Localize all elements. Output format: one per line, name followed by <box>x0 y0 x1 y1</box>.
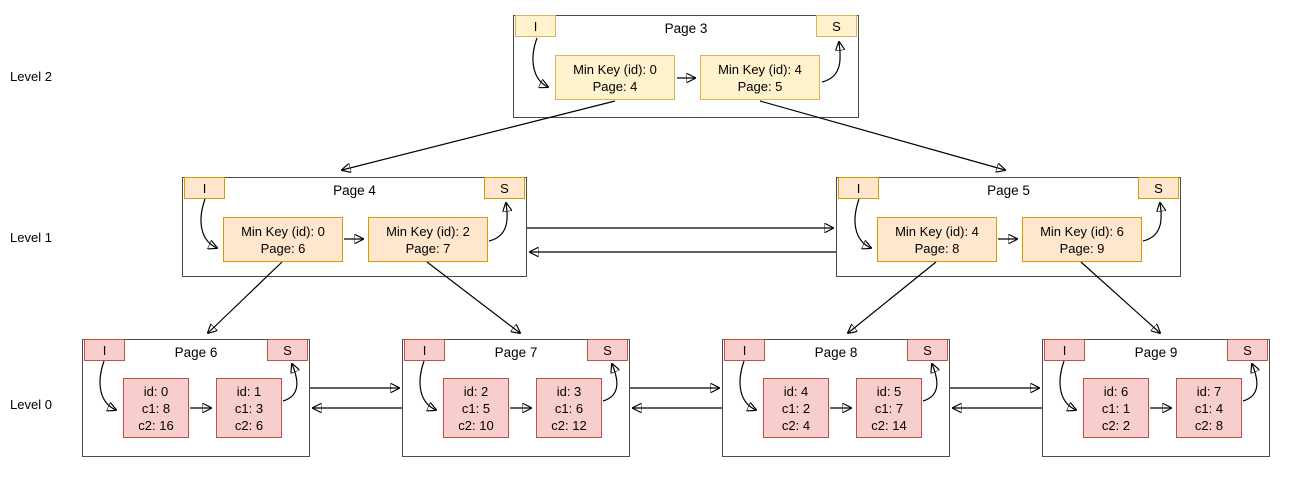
cell-line: c1: 8 <box>141 400 171 416</box>
page-3-index-cell-2: Min Key (id): 4 Page: 5 <box>700 55 820 100</box>
level-1-label: Level 1 <box>10 230 52 245</box>
page-9-record-1: id: 6 c1: 1 c2: 2 <box>1083 378 1149 438</box>
cell-line: id: 4 <box>783 383 809 399</box>
page-5-node: I Page 5 S Min Key (id): 4 Page: 8 Min K… <box>836 177 1181 277</box>
cell-line: Min Key (id): 0 <box>241 223 325 239</box>
cell-line: c2: 14 <box>871 417 907 433</box>
level-2-label: Level 2 <box>10 69 52 84</box>
cell-line: id: 7 <box>1196 383 1222 399</box>
page-5-infimum-tab: I <box>838 177 879 199</box>
page-4-index-cell-2: Min Key (id): 2 Page: 7 <box>368 217 488 262</box>
page-4-index-cell-1: Min Key (id): 0 Page: 6 <box>223 217 343 262</box>
page-3-infimum-tab: I <box>515 15 556 37</box>
cell-line: id: 6 <box>1103 383 1129 399</box>
cell-line: Page: 8 <box>914 240 960 256</box>
page-9-record-2: id: 7 c1: 4 c2: 8 <box>1176 378 1242 438</box>
page-7-node: I Page 7 S id: 2 c1: 5 c2: 10 id: 3 c1: … <box>402 339 630 457</box>
page-9-infimum-tab: I <box>1044 339 1085 361</box>
cell-line: id: 0 <box>143 383 169 399</box>
page-8-supremum-tab: S <box>907 339 948 361</box>
cell-line: Page: 6 <box>260 240 306 256</box>
cell-line: c1: 4 <box>1194 400 1224 416</box>
cell-line: c1: 7 <box>874 400 904 416</box>
page-6-supremum-tab: S <box>267 339 308 361</box>
page-6-infimum-tab: I <box>84 339 125 361</box>
cell-line: c2: 12 <box>551 417 587 433</box>
level-0-label: Level 0 <box>10 397 52 412</box>
page-4-supremum-tab: S <box>484 177 525 199</box>
page-6-record-1: id: 0 c1: 8 c2: 16 <box>123 378 189 438</box>
page-8-infimum-tab: I <box>724 339 765 361</box>
page-7-record-2: id: 3 c1: 6 c2: 12 <box>536 378 602 438</box>
page-5-index-cell-1: Min Key (id): 4 Page: 8 <box>877 217 997 262</box>
cell-line: Page: 5 <box>737 78 783 94</box>
cell-line: Min Key (id): 2 <box>386 223 470 239</box>
cell-line: Min Key (id): 4 <box>895 223 979 239</box>
cell-line: Page: 7 <box>405 240 451 256</box>
cell-line: Page: 9 <box>1059 240 1105 256</box>
cell-line: c2: 4 <box>781 417 811 433</box>
cell-line: c2: 2 <box>1101 417 1131 433</box>
cell-line: c1: 5 <box>461 400 491 416</box>
cell-line: id: 5 <box>876 383 902 399</box>
page-5-title: Page 5 <box>987 183 1030 198</box>
cell-line: Min Key (id): 4 <box>718 61 802 77</box>
page-4-title: Page 4 <box>333 183 376 198</box>
page-8-record-1: id: 4 c1: 2 c2: 4 <box>763 378 829 438</box>
cell-line: c1: 1 <box>1101 400 1131 416</box>
page-7-infimum-tab: I <box>404 339 445 361</box>
page-8-title: Page 8 <box>814 345 858 360</box>
cell-line: c2: 8 <box>1194 417 1224 433</box>
cell-line: id: 1 <box>236 383 262 399</box>
cell-line: c2: 16 <box>138 417 174 433</box>
page-8-node: I Page 8 S id: 4 c1: 2 c2: 4 id: 5 c1: 7… <box>722 339 950 457</box>
page-4-node: I Page 4 S Min Key (id): 0 Page: 6 Min K… <box>182 177 527 277</box>
cell-line: id: 2 <box>463 383 489 399</box>
page-3-title: Page 3 <box>664 21 708 36</box>
page-5-supremum-tab: S <box>1138 177 1179 199</box>
page-3-index-cell-1: Min Key (id): 0 Page: 4 <box>555 55 675 100</box>
page-8-record-2: id: 5 c1: 7 c2: 14 <box>856 378 922 438</box>
cell-line: id: 3 <box>556 383 582 399</box>
page-9-supremum-tab: S <box>1227 339 1268 361</box>
cell-line: c1: 2 <box>781 400 811 416</box>
page-7-supremum-tab: S <box>587 339 628 361</box>
page-9-title: Page 9 <box>1134 345 1178 360</box>
page-3-node: I Page 3 S Min Key (id): 0 Page: 4 Min K… <box>513 15 859 118</box>
cell-line: c2: 6 <box>234 417 264 433</box>
page-6-node: I Page 6 S id: 0 c1: 8 c2: 16 id: 1 c1: … <box>82 339 310 457</box>
page-6-record-2: id: 1 c1: 3 c2: 6 <box>216 378 282 438</box>
page-6-title: Page 6 <box>174 345 218 360</box>
cell-line: Page: 4 <box>592 78 638 94</box>
page-4-infimum-tab: I <box>184 177 225 199</box>
cell-line: Min Key (id): 0 <box>573 61 657 77</box>
cell-line: c2: 10 <box>458 417 494 433</box>
page-3-supremum-tab: S <box>816 15 857 37</box>
cell-line: c1: 3 <box>234 400 264 416</box>
page-7-record-1: id: 2 c1: 5 c2: 10 <box>443 378 509 438</box>
page-7-title: Page 7 <box>494 345 538 360</box>
cell-line: c1: 6 <box>554 400 584 416</box>
cell-line: Min Key (id): 6 <box>1040 223 1124 239</box>
page-5-index-cell-2: Min Key (id): 6 Page: 9 <box>1022 217 1142 262</box>
page-9-node: I Page 9 S id: 6 c1: 1 c2: 2 id: 7 c1: 4… <box>1042 339 1270 457</box>
